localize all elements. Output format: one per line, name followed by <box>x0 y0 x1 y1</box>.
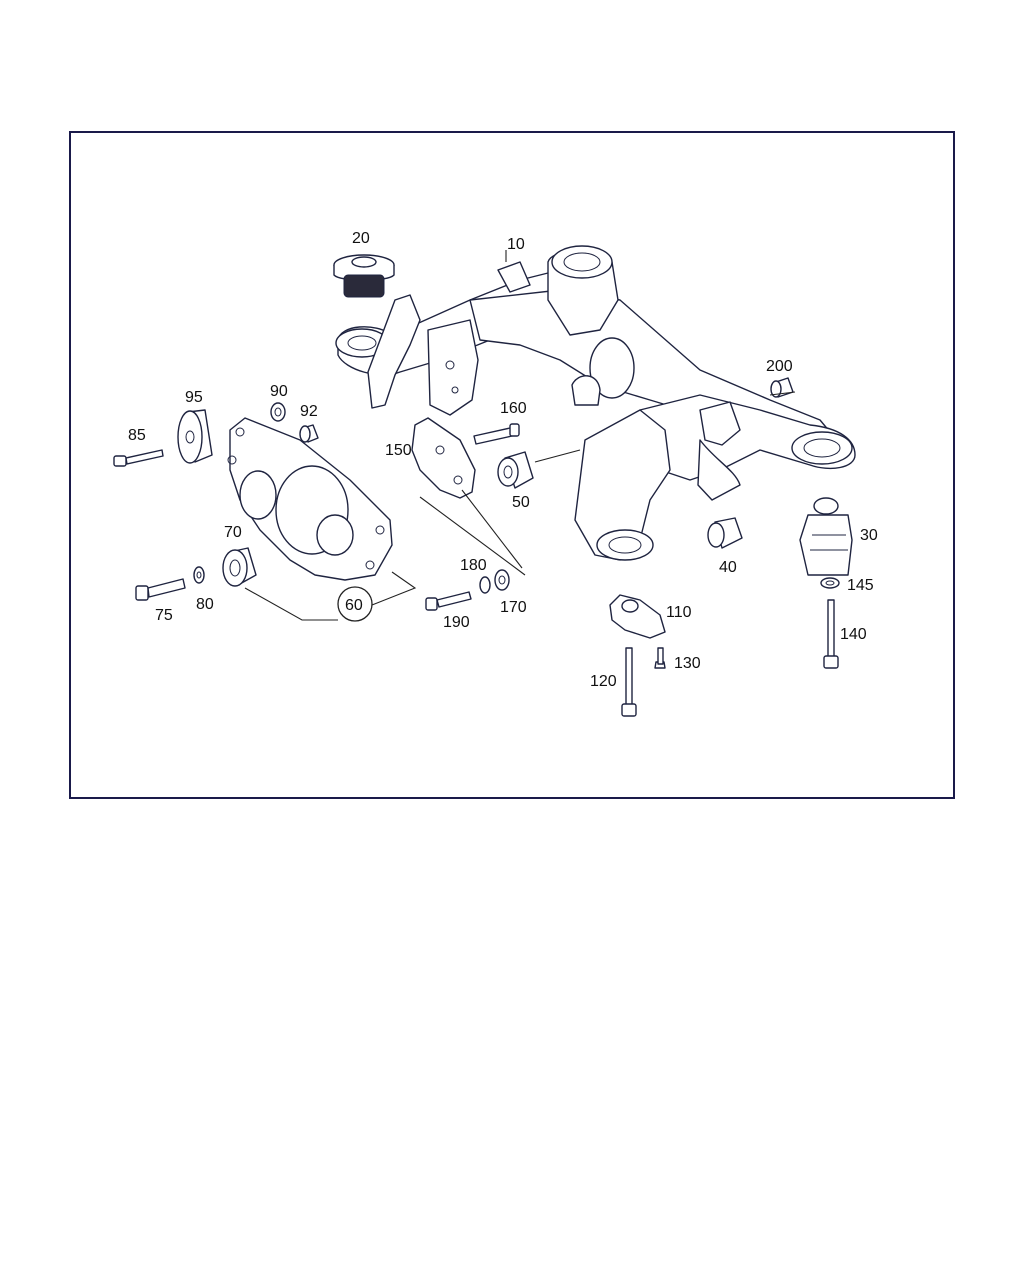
label-85: 85 <box>128 427 146 444</box>
label-40: 40 <box>719 559 737 576</box>
washer-80 <box>193 566 205 584</box>
label-110: 110 <box>666 604 692 621</box>
label-80: 80 <box>196 596 214 613</box>
subframe-part <box>335 245 856 561</box>
label-120: 120 <box>590 673 617 690</box>
bolt-140 <box>823 599 839 669</box>
label-70: 70 <box>224 524 242 541</box>
nut-92 <box>299 424 319 443</box>
washer-180 <box>479 576 491 594</box>
bracket-150 <box>411 417 476 499</box>
callout-60-circle <box>337 586 373 622</box>
label-170: 170 <box>500 599 527 616</box>
bolt-75 <box>135 578 186 601</box>
label-50: 50 <box>512 494 530 511</box>
bushing-40 <box>707 517 743 549</box>
carrier-plate-60 <box>227 417 393 581</box>
label-150: 150 <box>385 442 412 459</box>
label-145: 145 <box>847 577 874 594</box>
label-10: 10 <box>507 236 525 253</box>
bushing-70 <box>222 547 257 587</box>
washer-145 <box>820 577 840 589</box>
label-20: 20 <box>352 230 370 247</box>
label-90: 90 <box>270 383 288 400</box>
bushing-50 <box>497 451 534 489</box>
nut-200 <box>770 377 794 398</box>
bushing-95 <box>177 409 213 464</box>
label-140: 140 <box>840 626 867 643</box>
bolt-160 <box>473 423 520 445</box>
bolt-190 <box>425 591 472 611</box>
label-160: 160 <box>500 400 527 417</box>
label-190: 190 <box>443 614 470 631</box>
label-92: 92 <box>300 403 318 420</box>
label-95: 95 <box>185 389 203 406</box>
diagram-frame <box>69 131 955 799</box>
label-30: 30 <box>860 527 878 544</box>
nut-170 <box>494 569 510 591</box>
leader-lines <box>244 250 796 621</box>
callout-labels: 10 20 30 40 50 60 70 75 80 85 90 92 95 1… <box>128 230 878 690</box>
bracket-110 <box>609 594 666 639</box>
bolt-85 <box>113 449 164 467</box>
label-75: 75 <box>155 607 173 624</box>
bolt-120 <box>621 647 637 717</box>
label-180: 180 <box>460 557 487 574</box>
label-60: 60 <box>345 597 363 614</box>
bolt-130 <box>654 647 666 669</box>
mount-30 <box>799 497 853 576</box>
label-200: 200 <box>766 358 793 375</box>
nut-90 <box>270 402 286 422</box>
label-130: 130 <box>674 655 701 672</box>
bushing-20 <box>333 254 395 298</box>
